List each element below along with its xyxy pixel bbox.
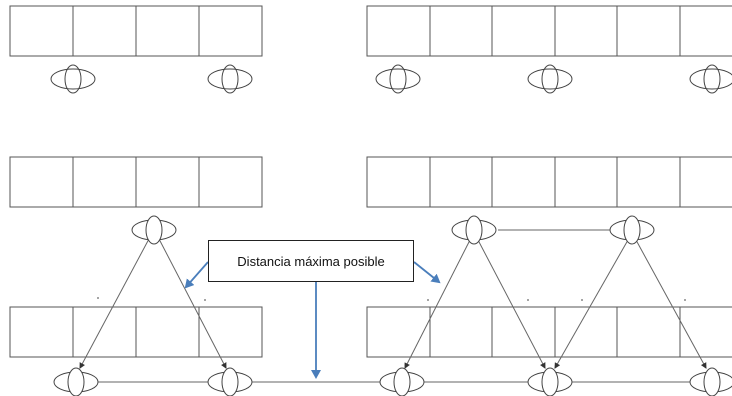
seat-icon xyxy=(53,367,99,396)
seat-icon xyxy=(527,367,573,396)
seat-icon xyxy=(375,64,421,94)
max-distance-callout: Distancia máxima posible xyxy=(208,240,414,282)
desk-row-middle-left xyxy=(9,156,263,208)
distance-tick-marks xyxy=(97,297,686,301)
desk-row-middle-right xyxy=(366,156,732,208)
seat-icon xyxy=(609,215,655,245)
seat-icon xyxy=(131,215,177,245)
seat-icon xyxy=(451,215,497,245)
desk-row-top-left xyxy=(9,5,263,57)
callout-arrows xyxy=(184,261,441,379)
seat-icon xyxy=(527,64,573,94)
seat-icon xyxy=(689,367,732,396)
seat-icon xyxy=(207,367,253,396)
seat-icon xyxy=(207,64,253,94)
desk-row-top-right xyxy=(366,5,732,57)
seat-icon xyxy=(689,64,732,94)
seat-icon xyxy=(379,367,425,396)
desk-row-bottom-left xyxy=(9,306,263,358)
desk-row-bottom-right xyxy=(366,306,732,358)
callout-label: Distancia máxima posible xyxy=(237,253,385,269)
seat-icon xyxy=(50,64,96,94)
